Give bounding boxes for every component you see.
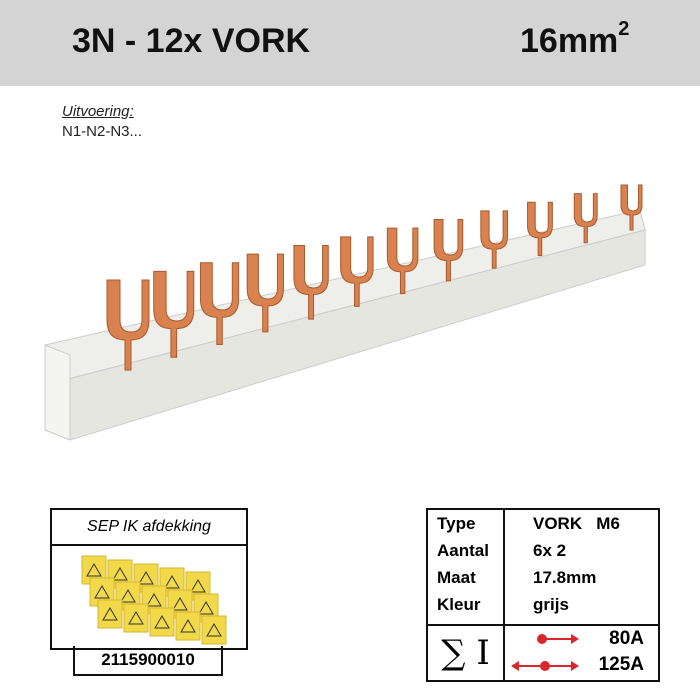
- value-type: VORK M6: [533, 514, 620, 533]
- fork-terminal: [199, 262, 240, 346]
- ik-cover-caption: SEP IK afdekking: [52, 510, 246, 546]
- label-aantal: Aantal: [437, 541, 489, 560]
- warning-icon: [154, 615, 170, 629]
- fork-terminal: [106, 279, 150, 371]
- warning-icon: [146, 593, 162, 607]
- ik-cover-piece: [149, 607, 175, 637]
- fork-terminal: [620, 184, 643, 231]
- warning-icon: [112, 567, 128, 581]
- uitvoering-value: N1-N2-N3...: [62, 123, 143, 140]
- warning-icon: [94, 585, 110, 599]
- fork-terminal: [527, 201, 553, 256]
- warning-icon: [120, 589, 136, 603]
- article-code: 2115900010: [73, 646, 223, 676]
- product-title: 3N - 12x VORK: [72, 22, 311, 60]
- sum-current-symbol: ∑ I: [428, 626, 505, 680]
- warning-icon: [102, 607, 118, 621]
- value-kleur: grijs: [533, 595, 569, 614]
- warning-icon: [190, 579, 206, 593]
- busbar-image: [44, 184, 646, 441]
- ik-cover-piece: [123, 603, 149, 633]
- label-type: Type: [437, 514, 476, 533]
- fork-terminal: [573, 193, 598, 244]
- label-maat: Maat: [437, 568, 476, 587]
- ik-cover-piece: [201, 615, 227, 645]
- cross-section: 16mm2: [520, 18, 629, 61]
- warning-icon: [86, 563, 102, 577]
- size-value: 16mm: [520, 22, 619, 60]
- label-kleur: Kleur: [437, 595, 481, 614]
- warning-icon: [164, 575, 180, 589]
- size-sup: 2: [618, 18, 630, 40]
- fork-terminal: [153, 270, 195, 358]
- warning-icon: [138, 571, 154, 585]
- spec-table: Type Aantal Maat Kleur VORK M6 6x 2 17.8…: [426, 508, 660, 682]
- warning-icon: [128, 611, 144, 625]
- ik-cover-box: SEP IK afdekking: [50, 508, 248, 650]
- ik-cover-image: [81, 555, 227, 645]
- current-end-feed: 80A: [609, 628, 644, 649]
- value-maat: 17.8mm: [533, 568, 597, 587]
- ik-cover-piece: [97, 599, 123, 629]
- fork-terminal: [246, 253, 284, 333]
- fork-terminal: [340, 236, 374, 307]
- fork-terminal: [293, 244, 329, 320]
- feed-arrows-icon: [511, 634, 579, 671]
- current-center-feed: 125A: [598, 654, 644, 675]
- fork-terminal: [433, 219, 464, 282]
- warning-icon: [198, 601, 214, 615]
- fork-terminal: [480, 210, 509, 269]
- fork-terminal: [386, 227, 419, 295]
- warning-icon: [180, 619, 196, 633]
- value-aantal: 6x 2: [533, 541, 567, 560]
- ik-cover-piece: [175, 611, 201, 641]
- warning-icon: [206, 623, 222, 637]
- uitvoering-label: Uitvoering:: [62, 103, 134, 120]
- warning-icon: [172, 597, 188, 611]
- header-bar: 3N - 12x VORK 16mm2: [0, 0, 700, 86]
